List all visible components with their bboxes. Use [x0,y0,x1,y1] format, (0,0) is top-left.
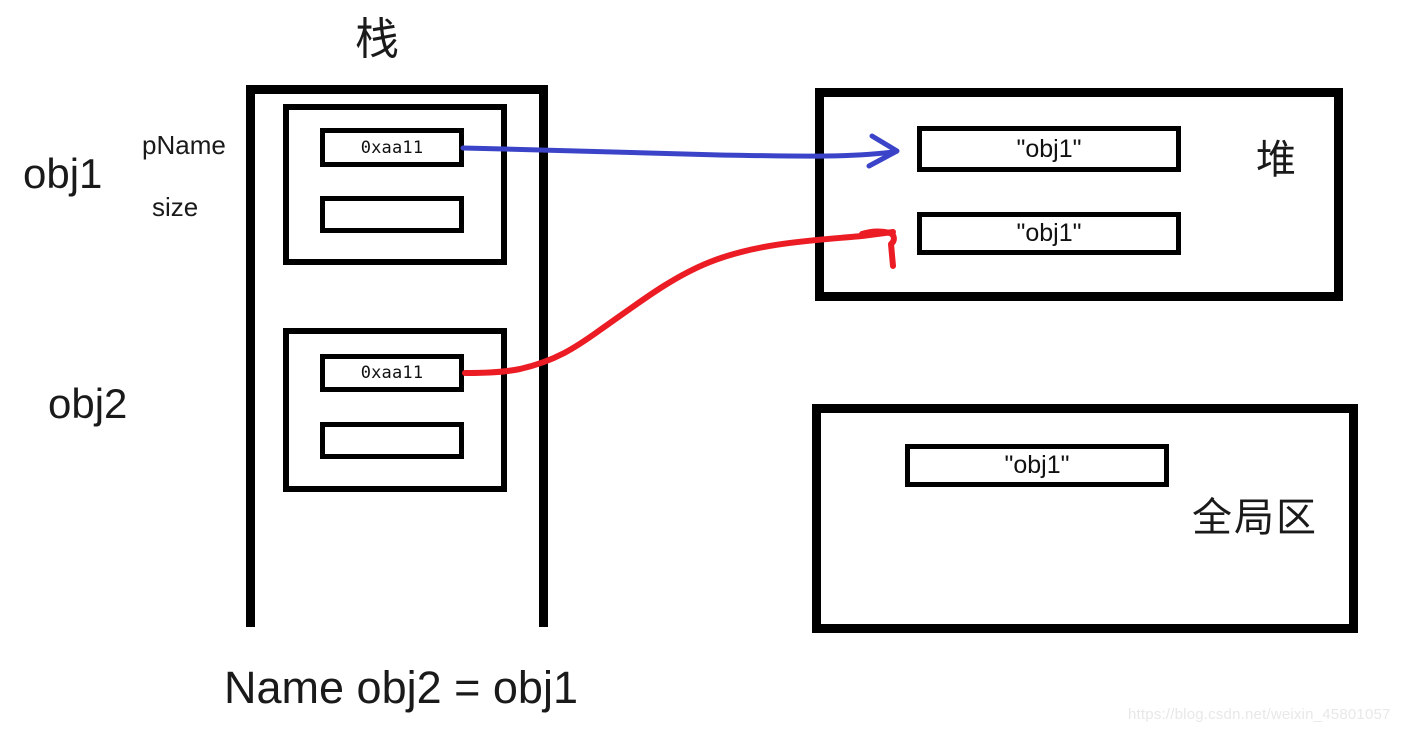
stack-slot-obj1-size [320,196,464,233]
heap-region-label: 堆 [1256,137,1296,183]
stack-slot-obj2-pname: 0xaa11 [320,354,464,392]
global-area-region [812,404,1358,633]
stack-frame-label-obj1: obj1 [23,150,103,197]
stack-slot-obj1-pname: 0xaa11 [320,128,464,167]
field-label-size: size [152,192,199,222]
field-label-pname: pName [142,130,226,160]
global-area-cell-1: "obj1" [905,444,1169,487]
heap-cell-1: "obj1" [917,126,1181,172]
global-area-label: 全局区 [1192,495,1318,541]
heap-region [815,88,1343,301]
diagram-caption: Name obj2 = obj1 [224,662,578,713]
stack-frame-obj2 [283,328,507,492]
stack-frame-label-obj2: obj2 [48,380,128,427]
heap-cell-2: "obj1" [917,212,1181,255]
stack-title: 栈 [355,14,399,65]
stack-slot-obj2-size [320,422,464,459]
watermark: https://blog.csdn.net/weixin_45801057 [1128,706,1391,723]
